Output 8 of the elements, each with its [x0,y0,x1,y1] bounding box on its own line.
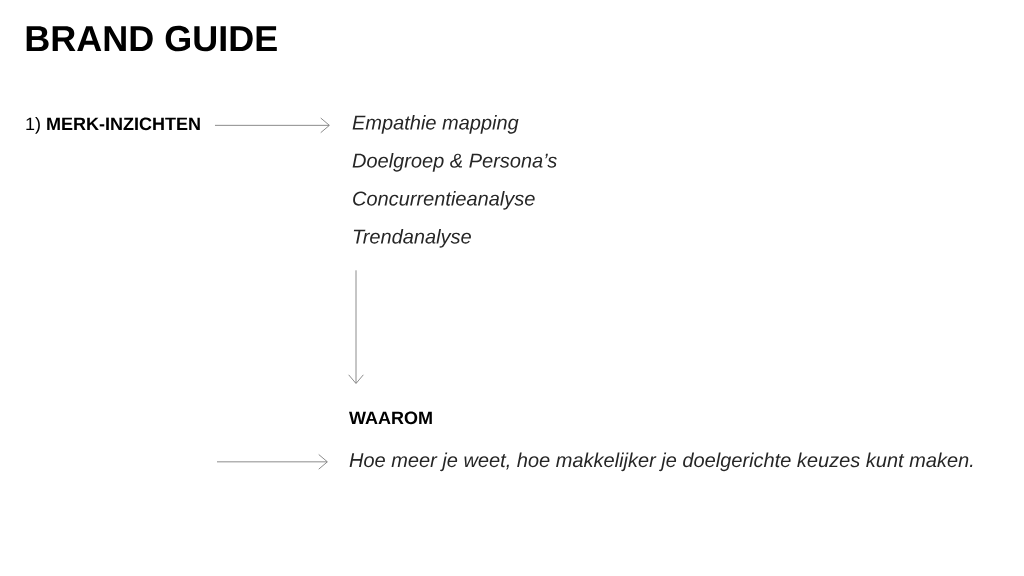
arrow [348,269,364,384]
body-text: Hoe meer je weet, hoe makkelijker je doelgerichte keuzes kunt maken. [349,452,973,472]
topic-list: Empathie mapping Doelgroep & Persona’s Concurrentieanalyse Trendanalyse [352,115,557,248]
arrow [216,454,328,470]
section-heading: 1) MERK-INZICHTEN [26,116,200,134]
arrow [214,117,330,134]
subheading: WAAROM [349,411,432,425]
title: BRAND GUIDE [26,25,277,52]
